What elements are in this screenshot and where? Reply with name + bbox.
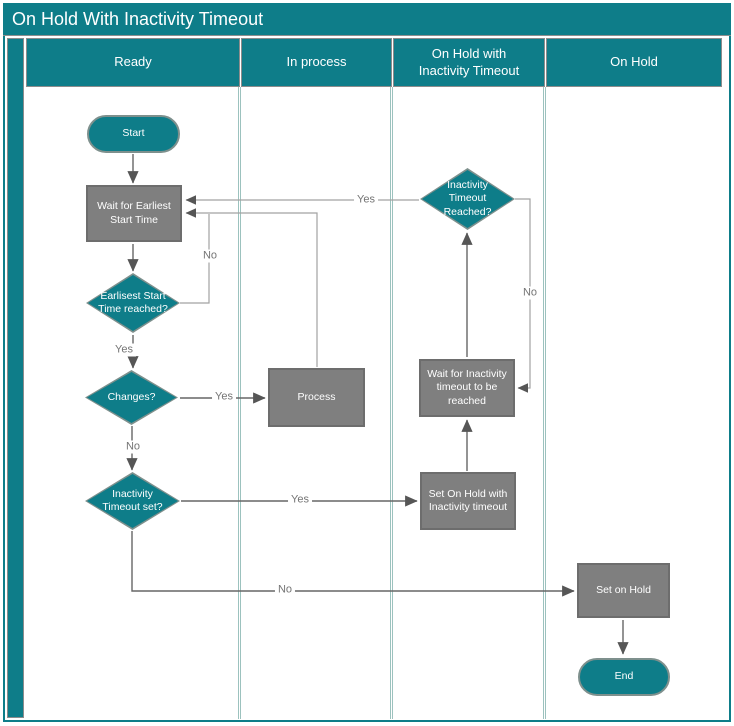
wait-for-earliest-start-time-label: Wait for Earliest Start Time — [97, 200, 171, 226]
edge-label-inactivity-reached-no: No — [519, 286, 541, 300]
process-node: Process — [268, 368, 365, 427]
end-node-label: End — [614, 670, 634, 683]
diagram-title-bar: On Hold With Inactivity Timeout — [3, 3, 731, 36]
lane-separator-1 — [238, 87, 241, 719]
lane-header-on-hold: On Hold — [546, 38, 722, 87]
earliest-start-time-reached-label: Earlisest Start Time reached? — [98, 289, 168, 315]
edge-label-earliest-reached-no: No — [199, 249, 221, 263]
lane-separator-3 — [543, 87, 546, 719]
swimlane-left-band — [7, 38, 24, 718]
end-node: End — [578, 658, 670, 696]
lane-header-on-hold-with-timeout: On Hold with Inactivity Timeout — [393, 38, 545, 87]
start-node: Start — [87, 115, 180, 153]
set-on-hold-label: Set on Hold — [596, 583, 651, 596]
inactivity-timeout-set-label: Inactivity Timeout set? — [102, 487, 163, 513]
inactivity-timeout-reached-label: Inactivity Timeout Reached? — [443, 179, 492, 218]
changes-label: Changes? — [107, 390, 156, 403]
lane-header-ready: Ready — [26, 38, 240, 87]
start-node-label: Start — [122, 127, 145, 140]
process-node-label: Process — [297, 390, 336, 403]
inactivity-timeout-reached-decision: Inactivity Timeout Reached? — [420, 168, 515, 230]
wait-for-inactivity-timeout-node: Wait for Inactivity timeout to be reache… — [419, 359, 515, 417]
wait-for-earliest-start-time-node: Wait for Earliest Start Time — [86, 185, 182, 242]
earliest-start-time-reached-decision: Earlisest Start Time reached? — [86, 273, 180, 333]
edge-label-inactivity-set-yes: Yes — [288, 493, 312, 507]
set-on-hold-with-inactivity-timeout-label: Set On Hold with Inactivity timeout — [428, 487, 508, 513]
changes-decision: Changes? — [85, 370, 178, 425]
lane-header-in-process: In process — [241, 38, 392, 87]
lane-header-ready-label: Ready — [114, 54, 152, 70]
edge-label-changes-yes: Yes — [212, 390, 236, 404]
set-on-hold-with-inactivity-timeout-node: Set On Hold with Inactivity timeout — [420, 472, 516, 530]
set-on-hold-node: Set on Hold — [577, 563, 670, 618]
lane-header-on-hold-label: On Hold — [610, 54, 658, 70]
lane-header-on-hold-with-timeout-label: On Hold with Inactivity Timeout — [418, 46, 520, 78]
diagram-title: On Hold With Inactivity Timeout — [12, 8, 264, 29]
inactivity-timeout-set-decision: Inactivity Timeout set? — [85, 472, 180, 530]
lane-separator-2 — [390, 87, 393, 719]
edge-label-earliest-reached-yes: Yes — [112, 343, 136, 357]
edge-label-inactivity-set-no: No — [274, 583, 296, 597]
wait-for-inactivity-timeout-label: Wait for Inactivity timeout to be reache… — [427, 368, 507, 407]
edge-label-changes-no: No — [122, 440, 144, 454]
edge-label-inactivity-reached-yes: Yes — [354, 193, 378, 207]
lane-header-in-process-label: In process — [286, 54, 347, 70]
